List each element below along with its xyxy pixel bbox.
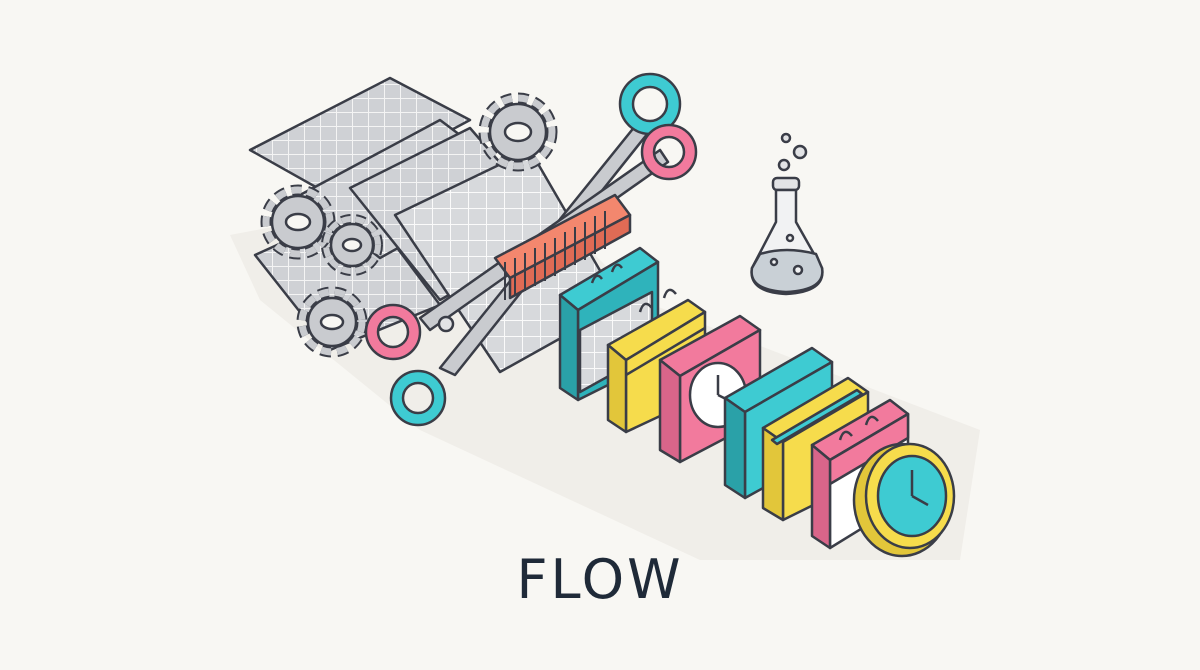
gear-icon [296,286,368,358]
gear-icon [478,92,558,172]
clock-icon [852,442,956,558]
gears [260,92,558,358]
scissors-handle [619,73,681,135]
caption-title: FLOW [516,548,684,611]
scissors-handle [391,371,445,425]
gear-icon [260,184,336,260]
scissors-handle [366,305,420,359]
block-row [558,246,956,558]
grid-sheet-icon [248,76,472,197]
scissors-handle [642,125,696,179]
flask-icon [750,132,824,296]
comb-icon [493,193,632,300]
gear-icon [321,214,383,276]
